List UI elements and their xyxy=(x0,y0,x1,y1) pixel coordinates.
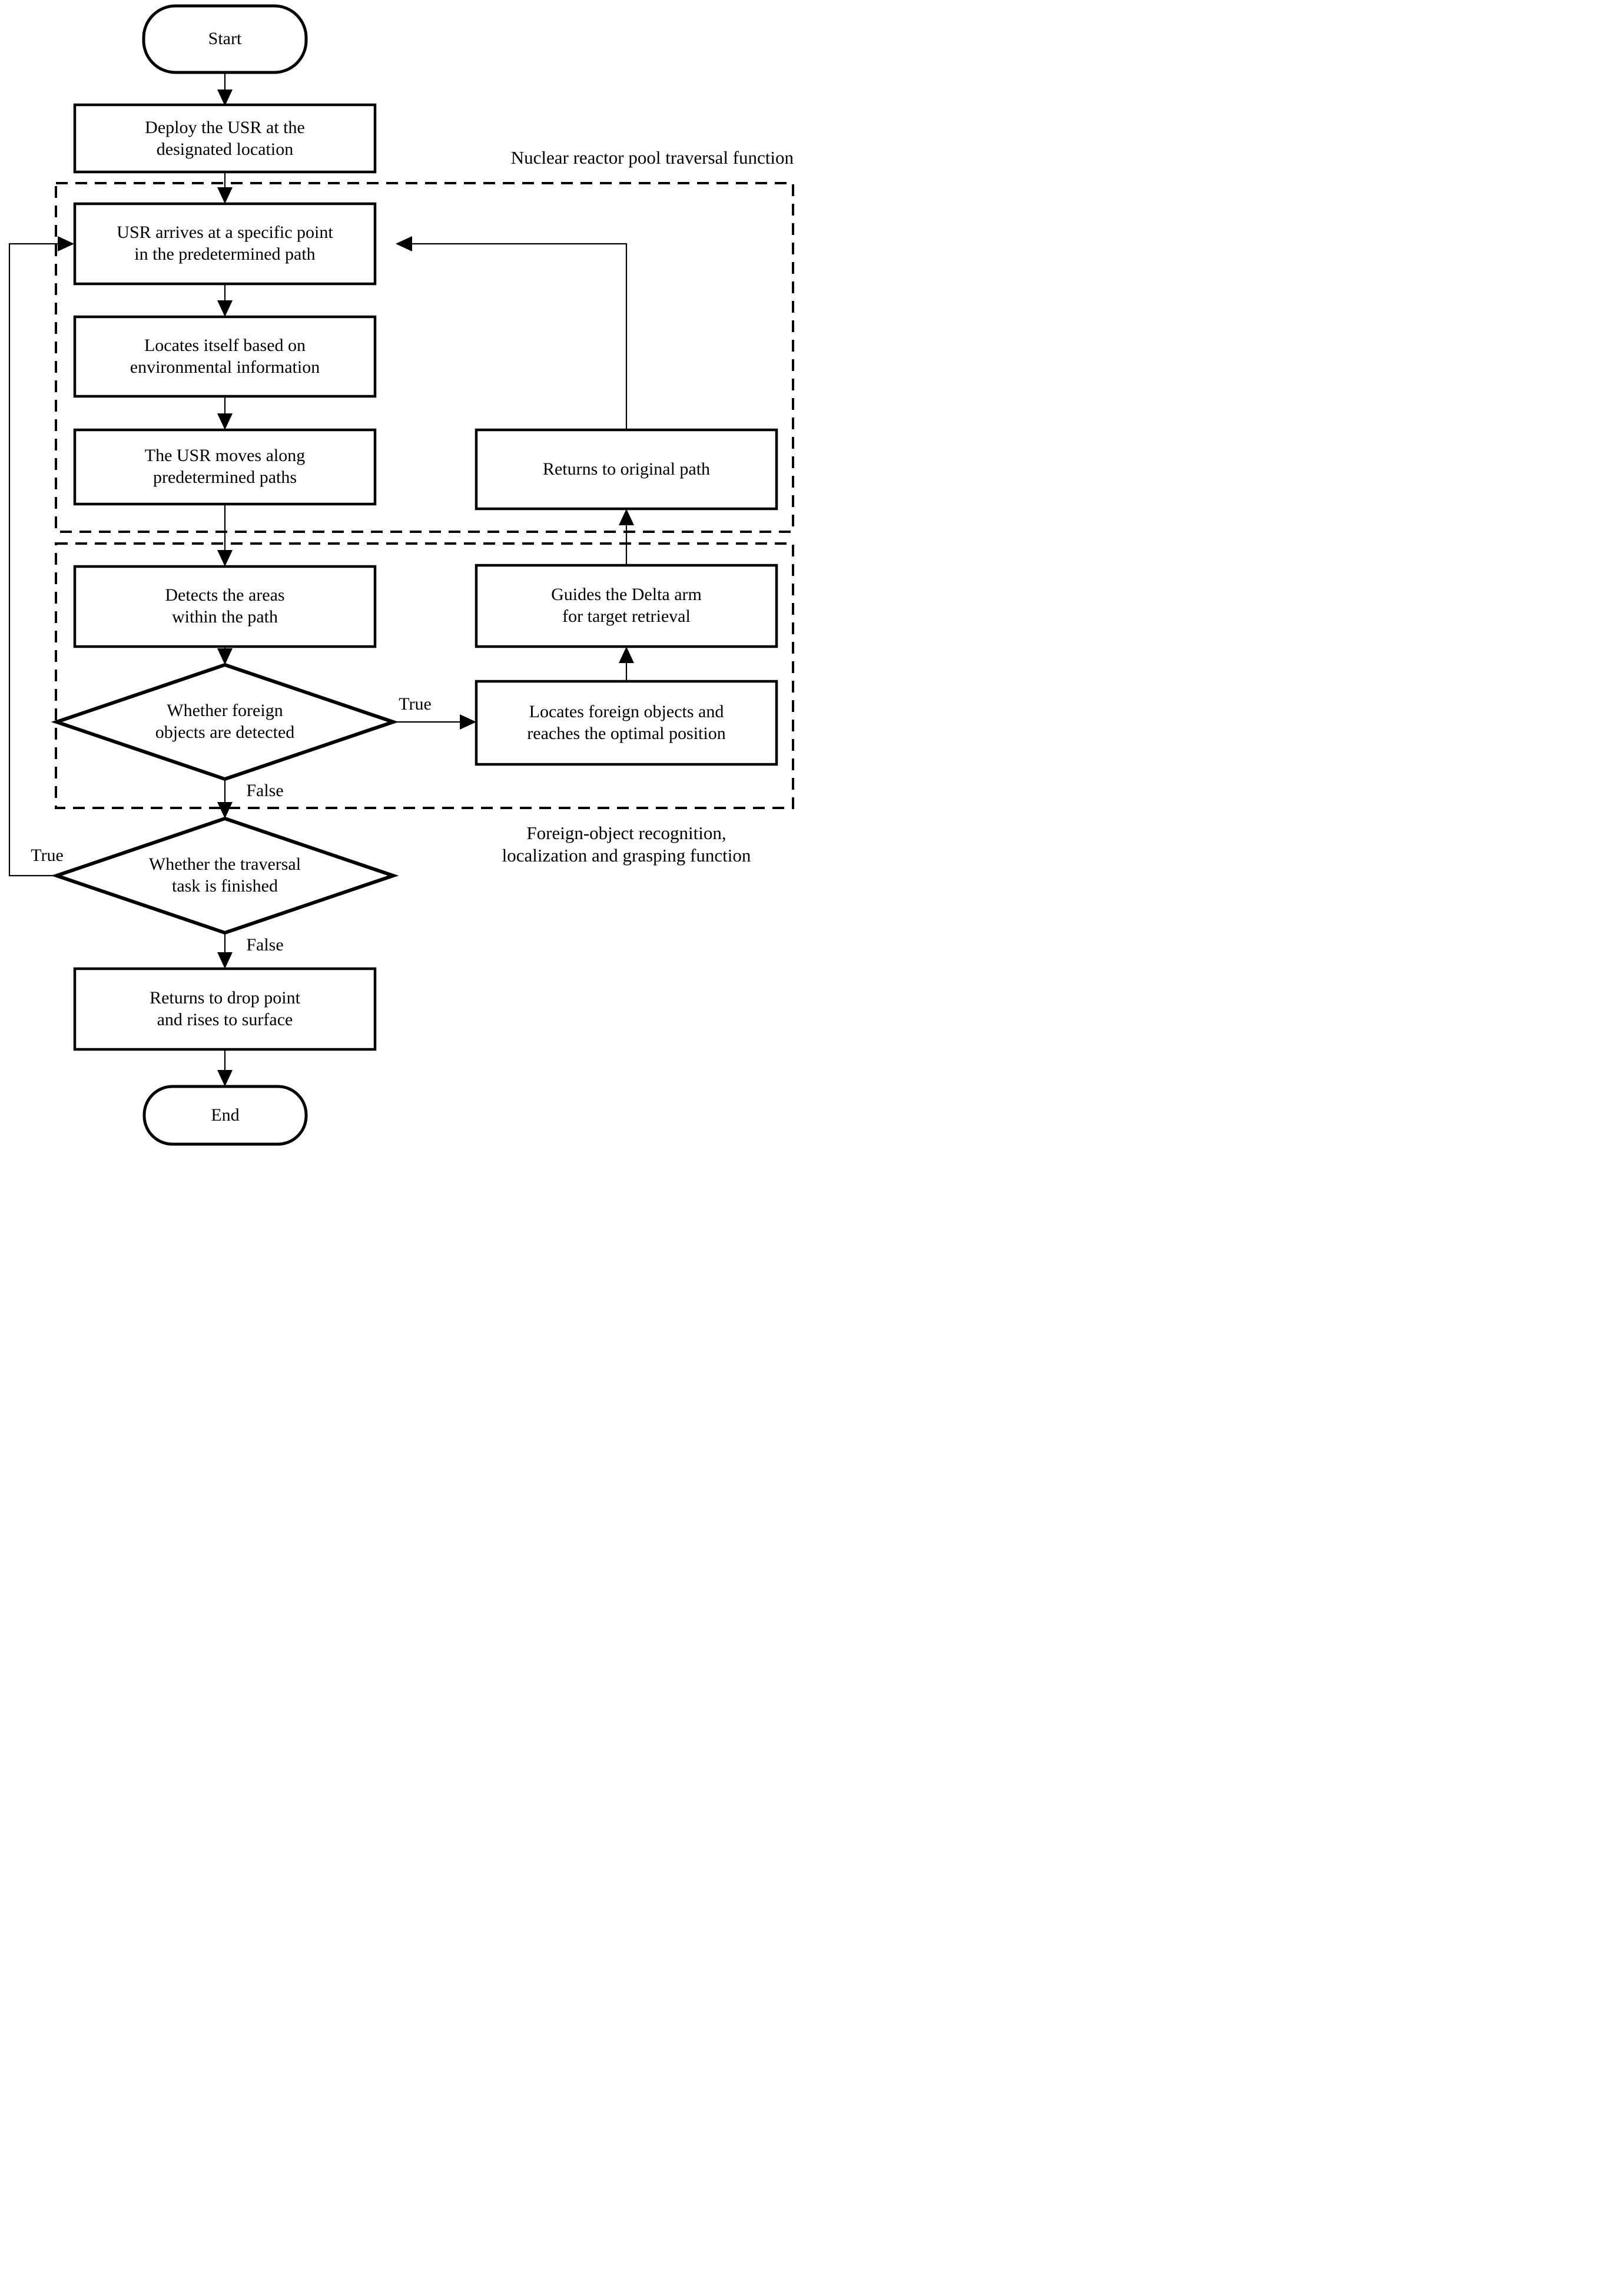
edge-finished-false-to-returns-drop xyxy=(217,933,233,969)
node-label-locates-foreign: Locates foreign objects and reaches the … xyxy=(527,701,726,743)
arrowhead-down-icon xyxy=(217,187,233,204)
node-label-deploy: Deploy the USR at the designated locatio… xyxy=(145,118,305,159)
node-label-returns-original: Returns to original path xyxy=(542,459,711,479)
edge-foreign-false-to-finished-decision xyxy=(217,779,233,819)
edge-usr-moves-to-detects xyxy=(217,504,233,566)
edge-locates-foreign-to-guides xyxy=(619,647,634,681)
arrowhead-down-icon xyxy=(217,648,233,665)
arrowhead-down-icon xyxy=(217,300,233,317)
node-label-guides: Guides the Delta arm for target retrieva… xyxy=(551,585,702,626)
flowchart-canvas: Start Deploy the USR at the designated l… xyxy=(0,0,800,1148)
flowchart-shape-layer xyxy=(8,4,794,1146)
edge-finished-true-to-usr-arrives xyxy=(8,236,74,877)
edge-label-finished-false: False xyxy=(246,935,284,955)
edge-usr-arrives-to-locates-itself xyxy=(217,284,233,317)
arrowhead-left-icon xyxy=(396,236,412,251)
edge-detects-to-foreign-decision xyxy=(217,647,233,665)
node-label-returns-drop: Returns to drop point and rises to surfa… xyxy=(150,988,300,1029)
edge-deploy-to-usr-arrives xyxy=(217,172,233,204)
node-label-usr-arrives: USR arrives at a specific point in the p… xyxy=(117,223,333,264)
edge-start-to-deploy xyxy=(217,72,233,106)
arrowhead-up-icon xyxy=(619,647,634,663)
edge-label-foreign-true: True xyxy=(399,694,432,714)
arrowhead-down-icon xyxy=(217,1070,233,1086)
arrow-shaft xyxy=(8,243,59,877)
edge-returns-original-to-usr-arrives xyxy=(396,236,628,430)
arrowhead-down-icon xyxy=(217,550,233,566)
arrowhead-down-icon xyxy=(217,90,233,106)
arrow-shaft xyxy=(410,243,628,430)
dashed-group-grasping-function xyxy=(55,542,794,809)
group-caption-traversal-function: Nuclear reactor pool traversal function xyxy=(510,147,794,168)
group-caption-grasping-function: Foreign-object recognition, localization… xyxy=(502,823,751,866)
edge-label-foreign-false: False xyxy=(246,780,284,800)
end-terminator-shape xyxy=(142,1085,308,1146)
arrowhead-down-icon xyxy=(217,802,233,819)
edge-foreign-true-to-locates-foreign xyxy=(393,714,476,730)
node-label-locates-itself: Locates itself based on environmental in… xyxy=(130,335,320,377)
arrowhead-right-icon xyxy=(460,714,476,730)
node-label-detects: Detects the areas within the path xyxy=(165,585,285,627)
arrowhead-right-icon xyxy=(58,236,74,251)
arrowhead-up-icon xyxy=(619,509,634,525)
edge-guides-to-returns-original xyxy=(619,509,634,565)
node-label-foreign-decision: Whether foreign objects are detected xyxy=(155,701,295,742)
edge-locates-itself-to-usr-moves xyxy=(217,396,233,430)
arrowhead-down-icon xyxy=(217,413,233,430)
node-label-start: Start xyxy=(208,29,242,49)
node-label-usr-moves: The USR moves along predetermined paths xyxy=(144,446,306,487)
edge-returns-drop-to-end xyxy=(217,1049,233,1086)
node-label-finished-decision: Whether the traversal task is finished xyxy=(148,854,301,896)
arrowhead-down-icon xyxy=(217,952,233,969)
edge-label-finished-true: True xyxy=(31,845,64,865)
node-label-end: End xyxy=(211,1105,240,1125)
